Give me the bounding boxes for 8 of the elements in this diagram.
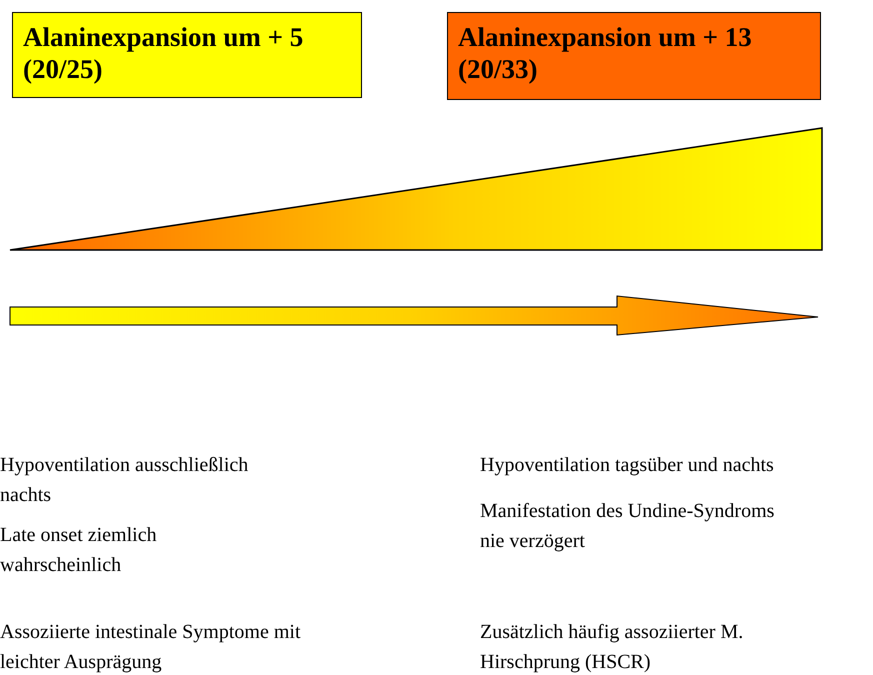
heading-box: Alaninexpansion um + 13 (20/33) bbox=[447, 12, 821, 100]
feature-text: Assoziierte intestinale Symptome mit leichter Ausprägung bbox=[0, 620, 302, 675]
feature-text: Late onset ziemlich wahrscheinlich bbox=[0, 523, 158, 578]
feature-text: Zusätzlich häufig assoziierter M. Hirschprung (HSCR) bbox=[480, 620, 744, 675]
heading-box: Alaninexpansion um + 5 (20/25) bbox=[12, 12, 362, 98]
feature-text: Hypoventilation ausschließlich nachts bbox=[0, 453, 250, 508]
feature-text: Manifestation des Undine-Syndroms nie verzögert bbox=[480, 499, 776, 554]
feature-text: Hypoventilation tagsüber und nachts bbox=[480, 453, 775, 478]
